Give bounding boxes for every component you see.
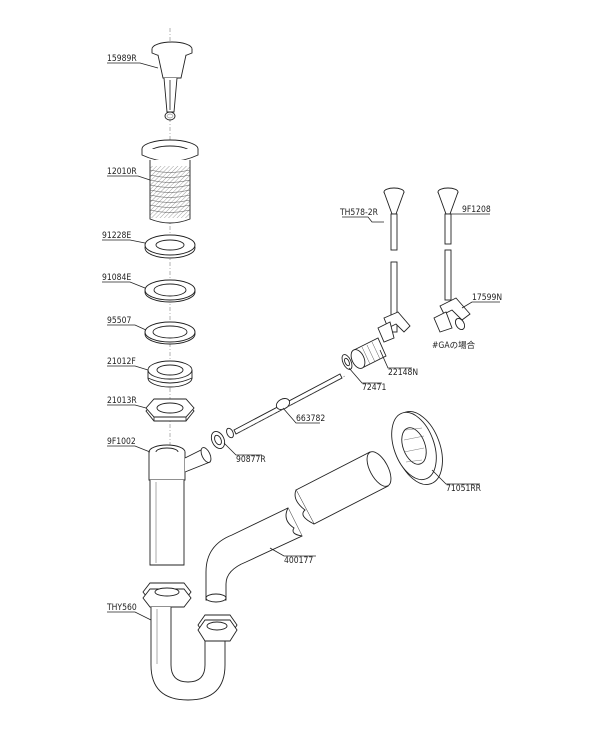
label-15989r: 15989R	[107, 54, 137, 64]
part-9f1002-tail-pipe	[148, 444, 212, 566]
label-90877r: 90877R	[236, 455, 266, 465]
part-21013r-hex-nut	[145, 398, 195, 422]
label-71051rr: 71051RR	[446, 484, 482, 494]
label-21013r: 21013R	[107, 396, 137, 406]
part-71051rr-wall-flange	[391, 411, 443, 485]
label-thy560: THY560	[106, 603, 137, 613]
label-95507: 95507	[107, 316, 131, 326]
part-12010r-drain-body	[141, 139, 199, 224]
part-400177-elbow-pipe	[205, 507, 303, 603]
label-91084e: 91084E	[102, 273, 131, 283]
part-17599n-clip	[433, 297, 471, 333]
part-labels: 15989R 12010R 91228E 91084E 95507 21012F…	[102, 54, 502, 613]
part-th578-2r-lift-rod	[377, 187, 411, 343]
part-90877r-small-nut	[210, 427, 234, 449]
label-17599n: 17599N	[472, 293, 502, 303]
part-91228e-gasket	[144, 234, 196, 259]
label-91228e: 91228E	[102, 231, 131, 241]
part-thy560-p-trap	[142, 582, 238, 701]
label-663782: 663782	[296, 414, 325, 424]
part-21012f-ring	[147, 360, 193, 388]
label-21012f: 21012F	[107, 357, 136, 367]
part-9f1208-lift-rod	[437, 187, 459, 301]
part-95507-washer	[144, 321, 196, 345]
part-663782-pivot-rod	[233, 373, 346, 435]
part-22148n-pivot-nut	[350, 337, 387, 369]
part-91084e-washer	[144, 279, 196, 303]
label-th578-2r: TH578-2R	[339, 208, 379, 218]
leader-lines	[102, 62, 500, 621]
label-ga-case: #GAの場合	[432, 340, 476, 351]
label-12010r: 12010R	[107, 167, 137, 177]
label-22148n: 22148N	[388, 368, 418, 378]
label-9f1208: 9F1208	[462, 205, 491, 215]
label-72471: 72471	[362, 383, 386, 393]
label-400177: 400177	[284, 556, 313, 566]
part-15989r-stopper	[151, 41, 193, 121]
part-wall-pipe	[294, 451, 392, 525]
label-9f1002: 9F1002	[107, 437, 136, 447]
